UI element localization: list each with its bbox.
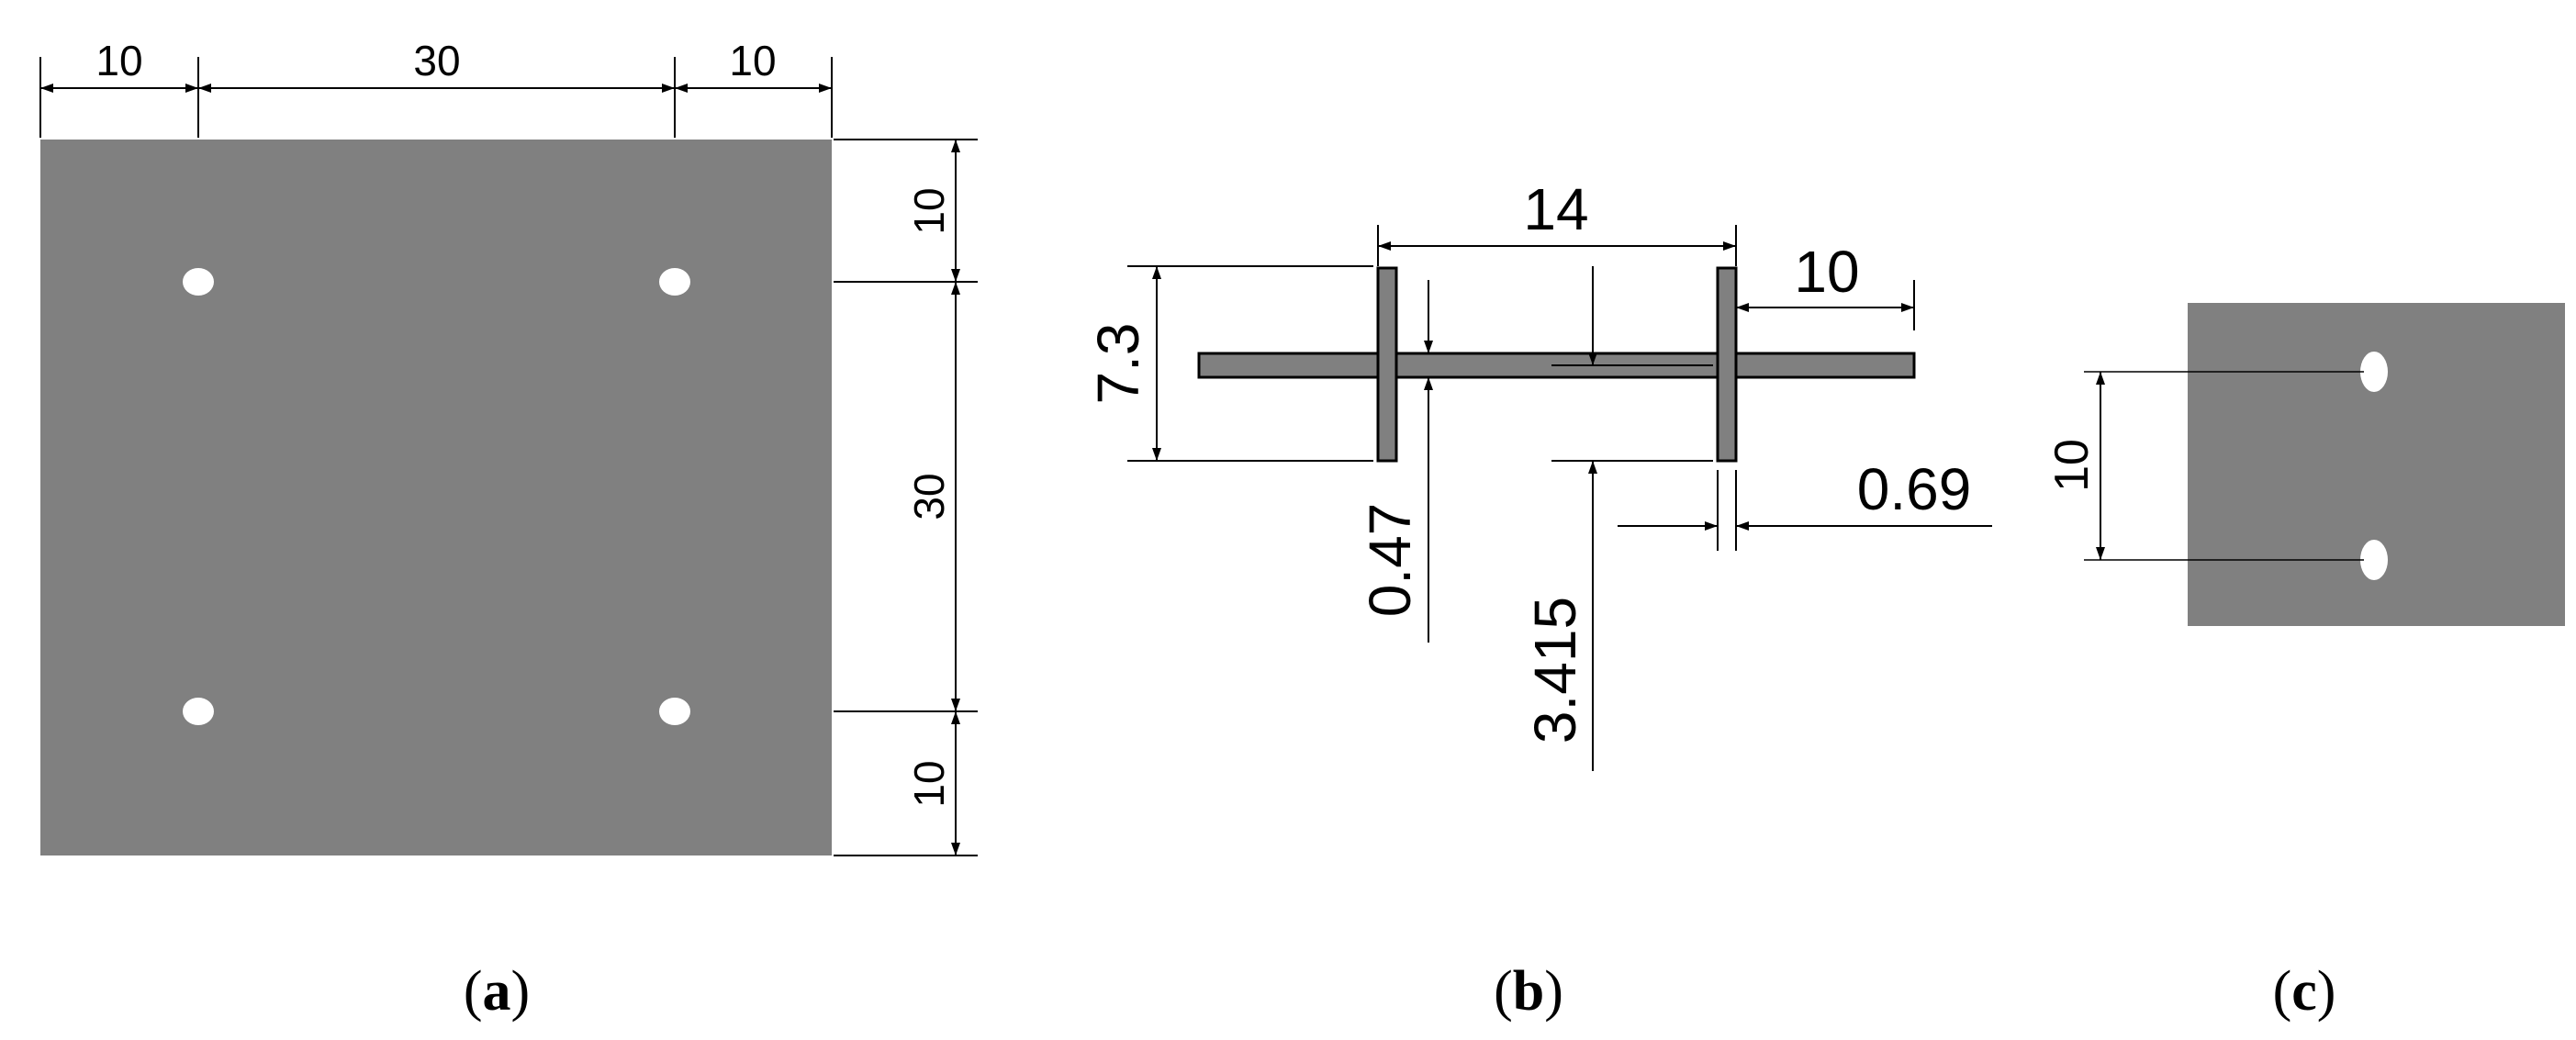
dim-label-c-hole-spacing: 10 — [2045, 439, 2099, 492]
dim-label-b-width: 14 — [1523, 176, 1588, 242]
caption-b: (b) — [1494, 960, 1563, 1023]
dim-label-b-flange: 10 — [1794, 239, 1859, 305]
caption-c: (c) — [2273, 960, 2336, 1023]
dim-label-a-right-bottom: 10 — [905, 760, 953, 807]
bolt-hole — [2360, 352, 2388, 392]
bolt-hole — [659, 268, 690, 296]
dim-label-a-top-left: 10 — [95, 37, 142, 84]
dim-label-a-top-right: 10 — [729, 37, 776, 84]
panel-b: 14 10 7.3 0.47 3.415 0.69 (b) — [1085, 176, 1992, 1023]
bolt-hole — [183, 698, 214, 725]
bolt-hole — [659, 698, 690, 725]
dim-label-b-web-thickness: 0.47 — [1357, 503, 1423, 618]
panel-c: 10 (c) — [2045, 303, 2565, 1023]
dim-label-b-height: 7.3 — [1085, 323, 1151, 405]
dim-label-a-right-top: 10 — [905, 187, 953, 234]
plate-a — [40, 140, 832, 855]
dim-label-b-offset: 3.415 — [1522, 597, 1588, 744]
dim-label-b-flange-thickness: 0.69 — [1857, 456, 1972, 522]
caption-a: (a) — [464, 960, 530, 1023]
bolt-hole — [2360, 540, 2388, 580]
panel-a: 10 30 10 10 30 10 (a) — [39, 37, 978, 1023]
bolt-hole — [183, 268, 214, 296]
flange-right — [1716, 266, 1738, 463]
dim-label-a-right-middle: 30 — [905, 473, 953, 520]
dim-label-a-top-middle: 30 — [413, 37, 460, 84]
flange-left — [1376, 266, 1398, 463]
